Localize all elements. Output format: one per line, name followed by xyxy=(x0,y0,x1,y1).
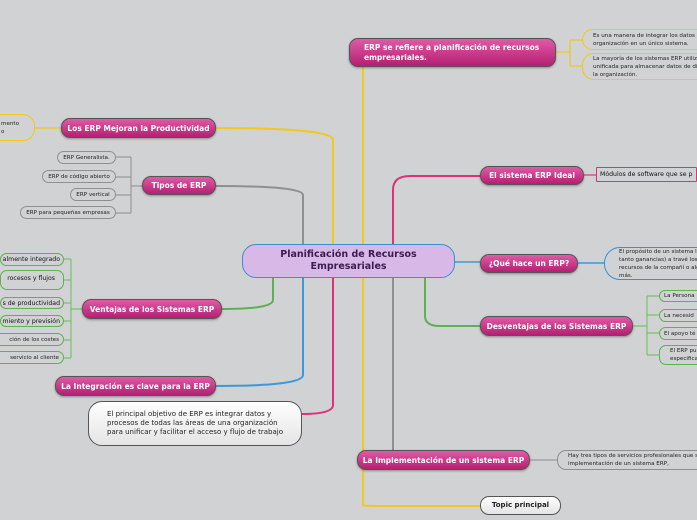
central-topic[interactable]: Planificación de Recursos Empresariales xyxy=(242,244,455,278)
subtopic-productividad-1[interactable]: mento o xyxy=(0,114,35,141)
subtopic-que-hace-1[interactable]: El propósito de un sistema lo tanto gana… xyxy=(604,247,697,280)
topic-label: El sistema ERP Ideal xyxy=(489,171,575,180)
subtopic-label: ción de los costes xyxy=(9,336,59,343)
subtopic-label: Hay tres tipos de servicios profesionale… xyxy=(568,453,697,467)
subtopic-tipos-1[interactable]: ERP Generalista. xyxy=(57,151,116,164)
topic-label: Desventajas de los Sistemas ERP xyxy=(486,321,627,331)
subtopic-tipos-2[interactable]: ERP de código abierto xyxy=(42,170,116,183)
topic-implementacion[interactable]: La Implementación de un sistema ERP xyxy=(357,450,530,470)
topic-label: Tipos de ERP xyxy=(151,181,207,190)
topic-desventajas[interactable]: Desventajas de los Sistemas ERP xyxy=(480,316,633,336)
subtopic-ventajas-4[interactable]: miento y previsión xyxy=(0,315,64,327)
topic-label: Ventajas de los Sistemas ERP xyxy=(89,304,215,314)
subtopic-ventajas-1[interactable]: almente integrado xyxy=(0,253,64,266)
subtopic-label: servicio al cliente xyxy=(10,354,59,361)
subtopic-label: ERP de código abierto xyxy=(48,173,110,180)
subtopic-desventajas-2[interactable]: La necesid xyxy=(659,309,697,322)
topic-que-hace[interactable]: ¿Qué hace un ERP? xyxy=(480,254,578,273)
subtopic-label: rocesos y flujos xyxy=(7,275,55,282)
subtopic-label: La necesid xyxy=(664,312,694,319)
topic-erp-refers[interactable]: ERP se refiere a planificación de recurs… xyxy=(349,38,556,67)
subtopic-label: ERP vertical xyxy=(76,191,110,198)
subtopic-implementacion-1[interactable]: Hay tres tipos de servicios profesionale… xyxy=(557,450,697,470)
subtopic-label: El apoyo té xyxy=(664,330,696,337)
subtopic-ventajas-3[interactable]: s de productividad xyxy=(0,297,64,309)
subtopic-label: s de productividad xyxy=(2,299,60,307)
topic-integracion[interactable]: La Integración es clave para la ERP xyxy=(55,376,216,396)
central-topic-label: Planificación de Recursos Empresariales xyxy=(280,249,417,272)
topic-ideal[interactable]: El sistema ERP Ideal xyxy=(480,166,584,185)
subtopic-label: ERP Generalista. xyxy=(63,154,110,161)
subtopic-ideal-1[interactable]: Módulos de software que se p xyxy=(596,167,697,182)
subtopic-tipos-3[interactable]: ERP vertical xyxy=(70,188,116,201)
subtopic-erp-refers-1[interactable]: Es una manera de integrar los datos y or… xyxy=(582,29,697,50)
subtopic-ventajas-2[interactable]: rocesos y flujos xyxy=(0,270,64,290)
subtopic-label: La Persona xyxy=(664,293,695,299)
subtopic-label: Módulos de software que se p xyxy=(600,171,693,178)
subtopic-label: El propósito de un sistema lo tanto gana… xyxy=(619,248,697,279)
topic-label: ¿Qué hace un ERP? xyxy=(488,259,570,268)
topic-label: El principal objetivo de ERP es integrar… xyxy=(107,410,283,436)
topic-principal[interactable]: Topic principal xyxy=(480,496,561,515)
topic-label: Los ERP Mejoran la Productividad xyxy=(67,123,210,133)
subtopic-label: almente integrado xyxy=(2,256,60,263)
subtopic-label: Es una manera de integrar los datos y or… xyxy=(593,32,697,47)
subtopic-label: La mayoría de los sistemas ERP utiliz un… xyxy=(593,55,697,78)
subtopic-label: miento y previsión xyxy=(2,317,60,325)
subtopic-erp-refers-2[interactable]: La mayoría de los sistemas ERP utiliz un… xyxy=(582,53,697,80)
topic-ventajas[interactable]: Ventajas de los Sistemas ERP xyxy=(82,299,222,319)
subtopic-desventajas-1[interactable]: La Persona xyxy=(659,290,697,302)
subtopic-ventajas-6[interactable]: servicio al cliente xyxy=(0,351,64,364)
subtopic-label: mento o xyxy=(1,120,20,135)
subtopic-label: El ERP pu especifica xyxy=(670,348,697,362)
topic-label: ERP se refiere a planificación de recurs… xyxy=(364,42,540,62)
subtopic-tipos-4[interactable]: ERP para pequeñas empresas xyxy=(20,206,116,219)
subtopic-desventajas-4[interactable]: El ERP pu especifica xyxy=(659,345,697,365)
topic-label: La Integración es clave para la ERP xyxy=(61,381,210,391)
topic-productividad[interactable]: Los ERP Mejoran la Productividad xyxy=(61,118,216,138)
subtopic-ventajas-5[interactable]: ción de los costes xyxy=(0,333,64,346)
topic-objetivo[interactable]: El principal objetivo de ERP es integrar… xyxy=(88,401,302,446)
topic-label: La Implementación de un sistema ERP xyxy=(362,455,525,465)
subtopic-desventajas-3[interactable]: El apoyo té xyxy=(659,327,697,340)
topic-tipos[interactable]: Tipos de ERP xyxy=(142,176,216,195)
topic-label: Topic principal xyxy=(491,501,550,509)
subtopic-label: ERP para pequeñas empresas xyxy=(26,209,110,216)
